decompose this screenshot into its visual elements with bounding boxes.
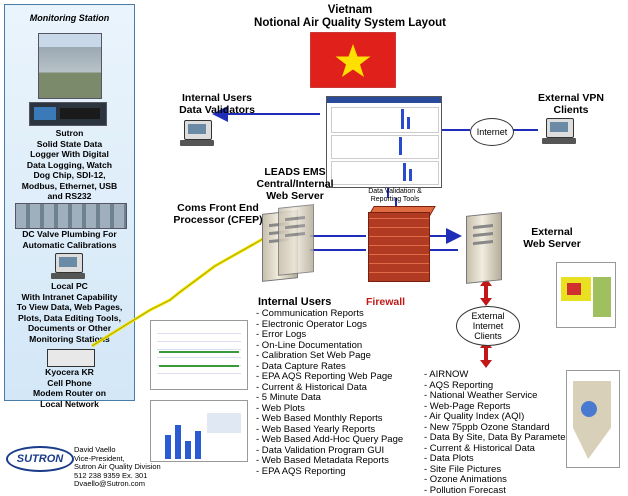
valve-description: DC Valve Plumbing For Automatic Calibrat…	[22, 229, 117, 250]
report-thumbnail	[150, 320, 248, 390]
data-logger-photo	[29, 102, 107, 126]
valve-photo	[15, 203, 127, 229]
diagram-title: Notional Air Quality System Layout	[254, 17, 446, 29]
leads-server-label: LEADS EMS Central/Internal Web Server	[256, 166, 334, 202]
list-item: - National Weather Service	[424, 390, 538, 401]
external-clients-cloud: External Internet Clients	[456, 306, 520, 346]
list-item: - Web Based Add-Hoc Query Page	[256, 434, 404, 445]
internal-users-list: - Communication Reports - Electronic Ope…	[256, 308, 404, 477]
page-title: Vietnam Notional Air Quality System Layo…	[230, 4, 470, 30]
list-item: - Web-Page Reports	[424, 400, 511, 412]
internet-cloud: Internet	[470, 118, 514, 146]
list-item: - Web Based Monthly Reports	[256, 413, 383, 424]
country-label: Vietnam	[327, 4, 373, 16]
list-item: - Data Plots	[424, 453, 474, 464]
monitoring-station-panel: Monitoring Station Sutron Solid State Da…	[4, 4, 135, 409]
list-item: - Air Quality Index (AQI)	[424, 411, 525, 422]
list-item: - On-Line Documentation	[256, 339, 363, 351]
list-item: - EPA AQS Reporting	[256, 465, 346, 477]
validation-tools-label: Data Validation & Reporting Tools	[368, 188, 422, 203]
cfep-label: Coms Front End Processor (CFEP)	[173, 202, 263, 226]
internal-users-heading: Internal Users	[258, 296, 332, 308]
list-item: - Data By Site, Data By Parameter	[424, 432, 569, 443]
list-item: - Error Logs	[256, 329, 307, 340]
external-server-label: External Web Server	[523, 226, 581, 250]
sutron-logo: SUTRON	[6, 446, 74, 472]
list-item: - Site File Pictures	[424, 463, 502, 475]
list-item: - AQS Reporting	[424, 379, 494, 391]
list-item: - Data Validation Program GUI	[256, 444, 385, 456]
list-item: - Web Based Yearly Reports	[256, 423, 376, 435]
validation-tool-screenshot	[326, 96, 442, 188]
firewall-label: Firewall	[366, 296, 406, 308]
local-pc-description: Local PC With Intranet Capability To Vie…	[16, 281, 123, 344]
logger-description: Sutron Solid State Data Logger With Digi…	[21, 128, 118, 201]
list-item: - Ozone Animations	[424, 474, 507, 485]
aqi-map-thumbnail	[556, 262, 616, 328]
leads-server-icon	[278, 204, 314, 276]
vpn-clients-label: External VPN Clients	[538, 92, 604, 116]
list-item: - EPA AQS Reporting Web Page	[256, 371, 393, 382]
plot-thumbnail	[150, 400, 248, 462]
list-item: - Current & Historical Data	[256, 381, 367, 393]
list-item: - 5 Minute Data	[256, 392, 321, 403]
contact-info: David Vaello Vice-President, Sutron Air …	[74, 445, 161, 489]
modem-photo	[47, 349, 95, 367]
shelter-photo	[38, 33, 102, 99]
firewall-icon	[368, 212, 430, 282]
list-item: - Calibration Set Web Page	[256, 350, 371, 361]
list-item: - AIRNOW	[424, 369, 469, 380]
vietnam-flag	[310, 32, 396, 88]
modem-description: Kyocera KR Cell Phone Modem Router on Lo…	[32, 367, 107, 409]
external-server-icon	[466, 212, 502, 284]
list-item: - Web Based Metadata Reports	[256, 455, 389, 466]
list-item: - Electronic Operator Logs	[256, 318, 367, 330]
list-item: - Web Plots	[256, 402, 305, 414]
list-item: - Current & Historical Data	[424, 442, 535, 454]
list-item: - Communication Reports	[256, 308, 364, 319]
state-map-thumbnail	[566, 370, 620, 468]
internal-validators-label: Internal Users Data Validators	[179, 92, 255, 116]
list-item: - Pollution Forecast	[424, 484, 506, 496]
list-item: - Data Capture Rates	[256, 360, 346, 372]
external-services-list: - AIRNOW - AQS Reporting - National Weat…	[424, 369, 569, 496]
list-item: - New 75ppb Ozone Standard	[424, 421, 550, 433]
station-title: Monitoring Station	[29, 13, 110, 23]
